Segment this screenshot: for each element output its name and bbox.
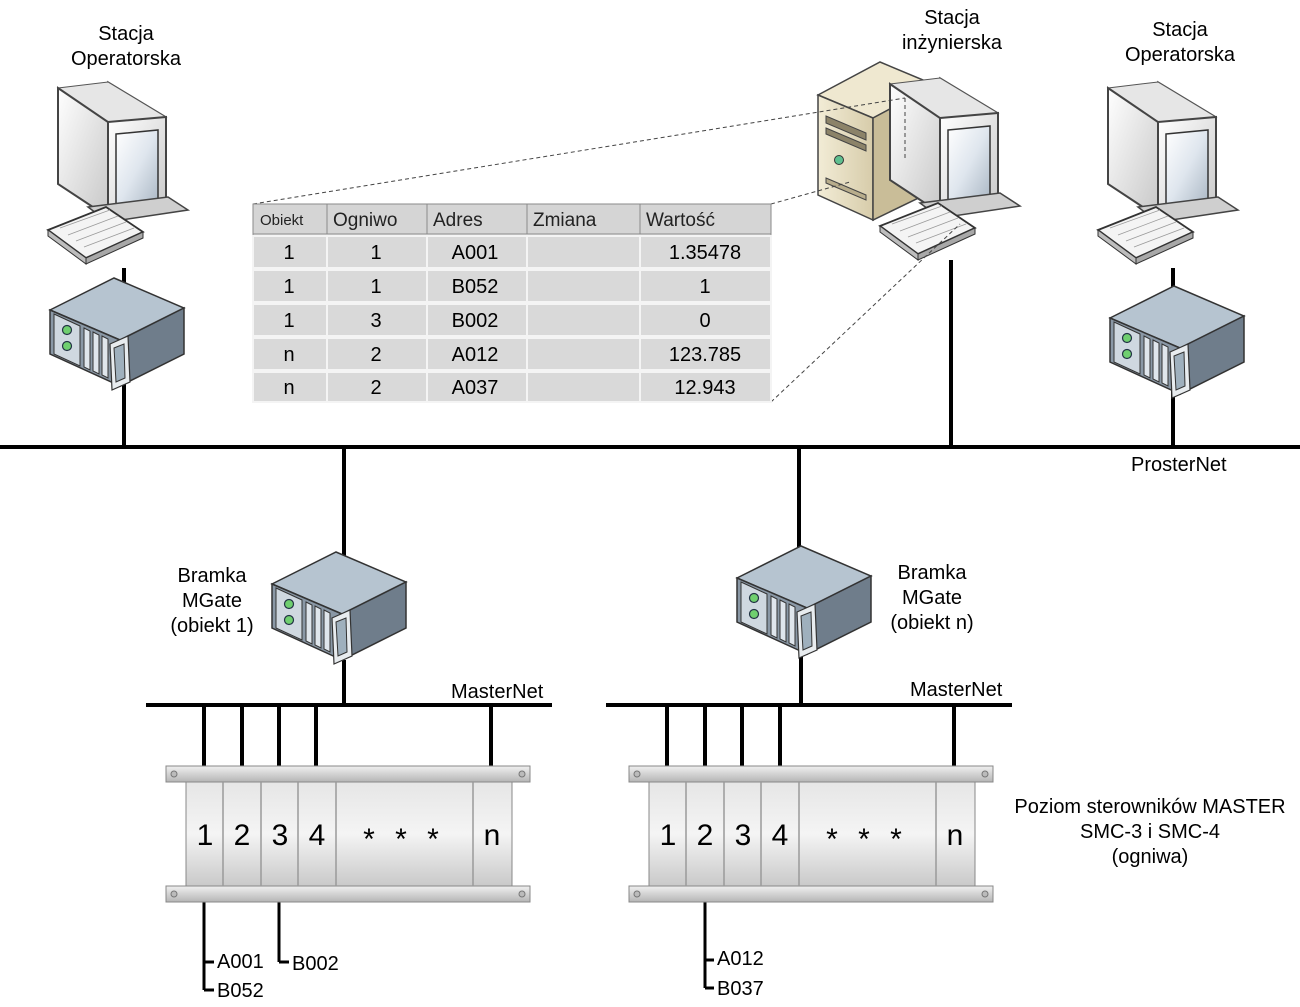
table-cell: A012 xyxy=(452,344,499,366)
operator-station-right-monitor-icon xyxy=(1097,81,1239,265)
address-b052: B052 xyxy=(217,980,264,1002)
rack-right-slot-4: 4 xyxy=(772,819,789,852)
table-cell: 1 xyxy=(370,276,381,298)
rack-left-slot-n: n xyxy=(484,819,501,852)
engineering-station-label: Stacja inżynierska xyxy=(901,7,1003,54)
table-cell: 1 xyxy=(283,276,294,298)
table-cell: 2 xyxy=(370,344,381,366)
operator-station-left-server-icon xyxy=(49,277,185,391)
rack-left-slot-dots: * * * xyxy=(363,823,445,856)
table-cell: 1.35478 xyxy=(669,242,741,264)
table-cell: 1 xyxy=(283,242,294,264)
table-cell: A001 xyxy=(452,242,499,264)
address-b002: B002 xyxy=(292,953,339,975)
table-header-zmiana: Zmiana xyxy=(533,210,597,231)
operator-station-right-server-icon xyxy=(1109,285,1245,399)
address-leads xyxy=(202,900,714,992)
rack-left-slot-4: 4 xyxy=(309,819,326,852)
table-cell: 12.943 xyxy=(674,377,735,399)
engineering-station-monitor-icon xyxy=(879,77,1021,261)
table-cell: 1 xyxy=(699,276,710,298)
table-header-adres: Adres xyxy=(433,210,483,231)
table-header-ogniwo: Ogniwo xyxy=(333,210,397,231)
table-cell: A037 xyxy=(452,377,499,399)
table-cell: 1 xyxy=(283,310,294,332)
rack-right xyxy=(628,765,994,903)
table-cell: 3 xyxy=(370,310,381,332)
operator-station-left-monitor-icon xyxy=(47,81,189,265)
address-a012: A012 xyxy=(717,948,764,970)
address-b037: B037 xyxy=(717,978,764,1000)
rack-left-slot-1: 1 xyxy=(197,819,214,852)
rack-right-slot-1: 1 xyxy=(660,819,677,852)
table-cell: n xyxy=(283,344,294,366)
gateway-right-server-icon xyxy=(736,545,872,659)
prosternet-label: ProsterNet xyxy=(1131,454,1227,476)
gateway-left-label: Bramka MGate (obiekt 1) xyxy=(170,565,254,637)
rack-right-slot-2: 2 xyxy=(697,819,714,852)
controller-level-label: Poziom sterowników MASTER SMC-3 i SMC-4 … xyxy=(1014,796,1286,868)
table-cell: B002 xyxy=(452,310,499,332)
table-header-obiekt: Obiekt xyxy=(260,212,304,229)
table-cell: 1 xyxy=(370,242,381,264)
data-table: Obiekt Ogniwo Adres Zmiana Wartość 1 1 A… xyxy=(252,203,772,403)
zoom-lines xyxy=(252,97,961,403)
masternet-left-label: MasterNet xyxy=(451,681,544,703)
rack-left xyxy=(165,765,531,903)
rack-right-slot-3: 3 xyxy=(735,819,752,852)
table-cell: 2 xyxy=(370,377,381,399)
rack-left-slot-3: 3 xyxy=(272,819,289,852)
table-cell: n xyxy=(283,377,294,399)
address-a001: A001 xyxy=(217,951,264,973)
network-lines xyxy=(0,260,1300,772)
masternet-right-label: MasterNet xyxy=(910,679,1003,701)
rack-left-slot-2: 2 xyxy=(234,819,251,852)
table-cell: B052 xyxy=(452,276,499,298)
gateway-right-label: Bramka MGate (obiekt n) xyxy=(890,562,974,634)
operator-station-right-label: Stacja Operatorska xyxy=(1124,19,1236,66)
table-cell: 123.785 xyxy=(669,344,741,366)
operator-station-left-label: Stacja Operatorska xyxy=(70,23,182,70)
rack-right-slot-n: n xyxy=(947,819,964,852)
gateway-left-server-icon xyxy=(271,551,407,665)
table-cell: 0 xyxy=(699,310,710,332)
table-header-wartosc: Wartość xyxy=(646,210,715,231)
rack-right-slot-dots: * * * xyxy=(826,823,908,856)
